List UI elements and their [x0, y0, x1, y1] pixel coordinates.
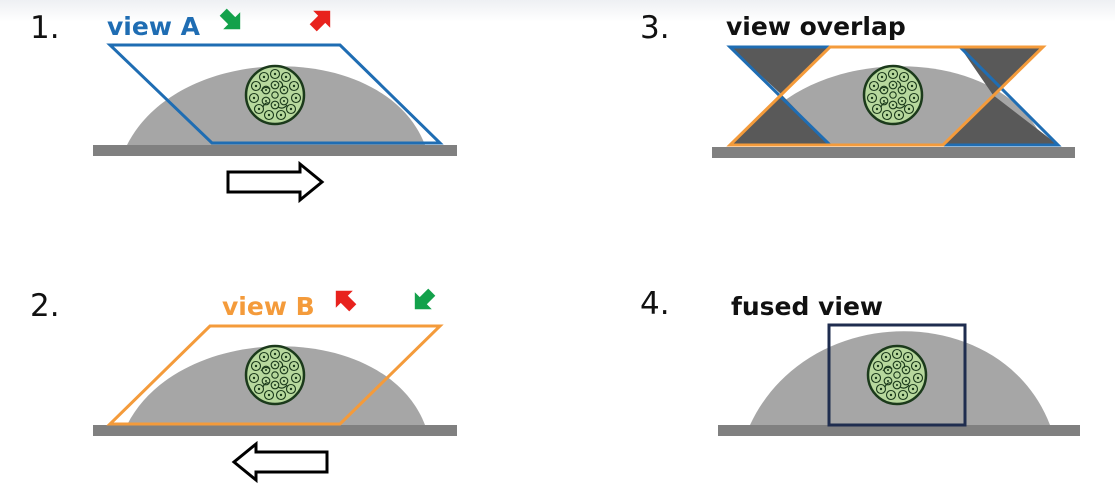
red-arrow-icon — [327, 282, 362, 317]
panel-2: 2. view B — [30, 282, 457, 484]
stage-bar — [93, 425, 457, 436]
panel-3: 3. view overlap — [640, 10, 1075, 158]
fused-view-frame — [827, 323, 967, 427]
panel-number: 3. — [640, 10, 670, 46]
organoid-icon — [862, 64, 924, 126]
view-b-frame — [726, 45, 1047, 147]
fused-view-label: fused view — [731, 292, 883, 321]
stage-bar — [93, 145, 457, 156]
view-overlap-label: view overlap — [726, 12, 906, 41]
view-a-frame — [106, 43, 444, 145]
red-arrow-icon — [304, 2, 339, 37]
non-overlap-region — [943, 95, 1058, 145]
view-b-frame — [106, 324, 444, 426]
green-arrow-icon — [406, 283, 441, 318]
outline-arrow-left-icon — [231, 440, 329, 484]
green-arrow-icon — [214, 3, 249, 38]
panel-1: 1. view A — [30, 2, 457, 204]
view-a-label: view A — [107, 12, 201, 41]
view-b-label: view B — [222, 292, 315, 321]
non-overlap-region — [960, 47, 1043, 95]
organoid-icon — [866, 344, 928, 406]
panel-4: 4. fused view — [640, 286, 1080, 436]
panel-number: 2. — [30, 288, 60, 324]
stage-bar — [712, 147, 1075, 158]
stage-bar — [718, 425, 1080, 436]
non-overlap-region — [730, 95, 830, 145]
organoid-icon — [244, 64, 306, 126]
panel-number: 4. — [640, 286, 670, 322]
outline-arrow-right-icon — [226, 160, 325, 204]
non-overlap-region — [730, 47, 830, 95]
organoid-icon — [244, 344, 306, 406]
panel-number: 1. — [30, 10, 60, 46]
